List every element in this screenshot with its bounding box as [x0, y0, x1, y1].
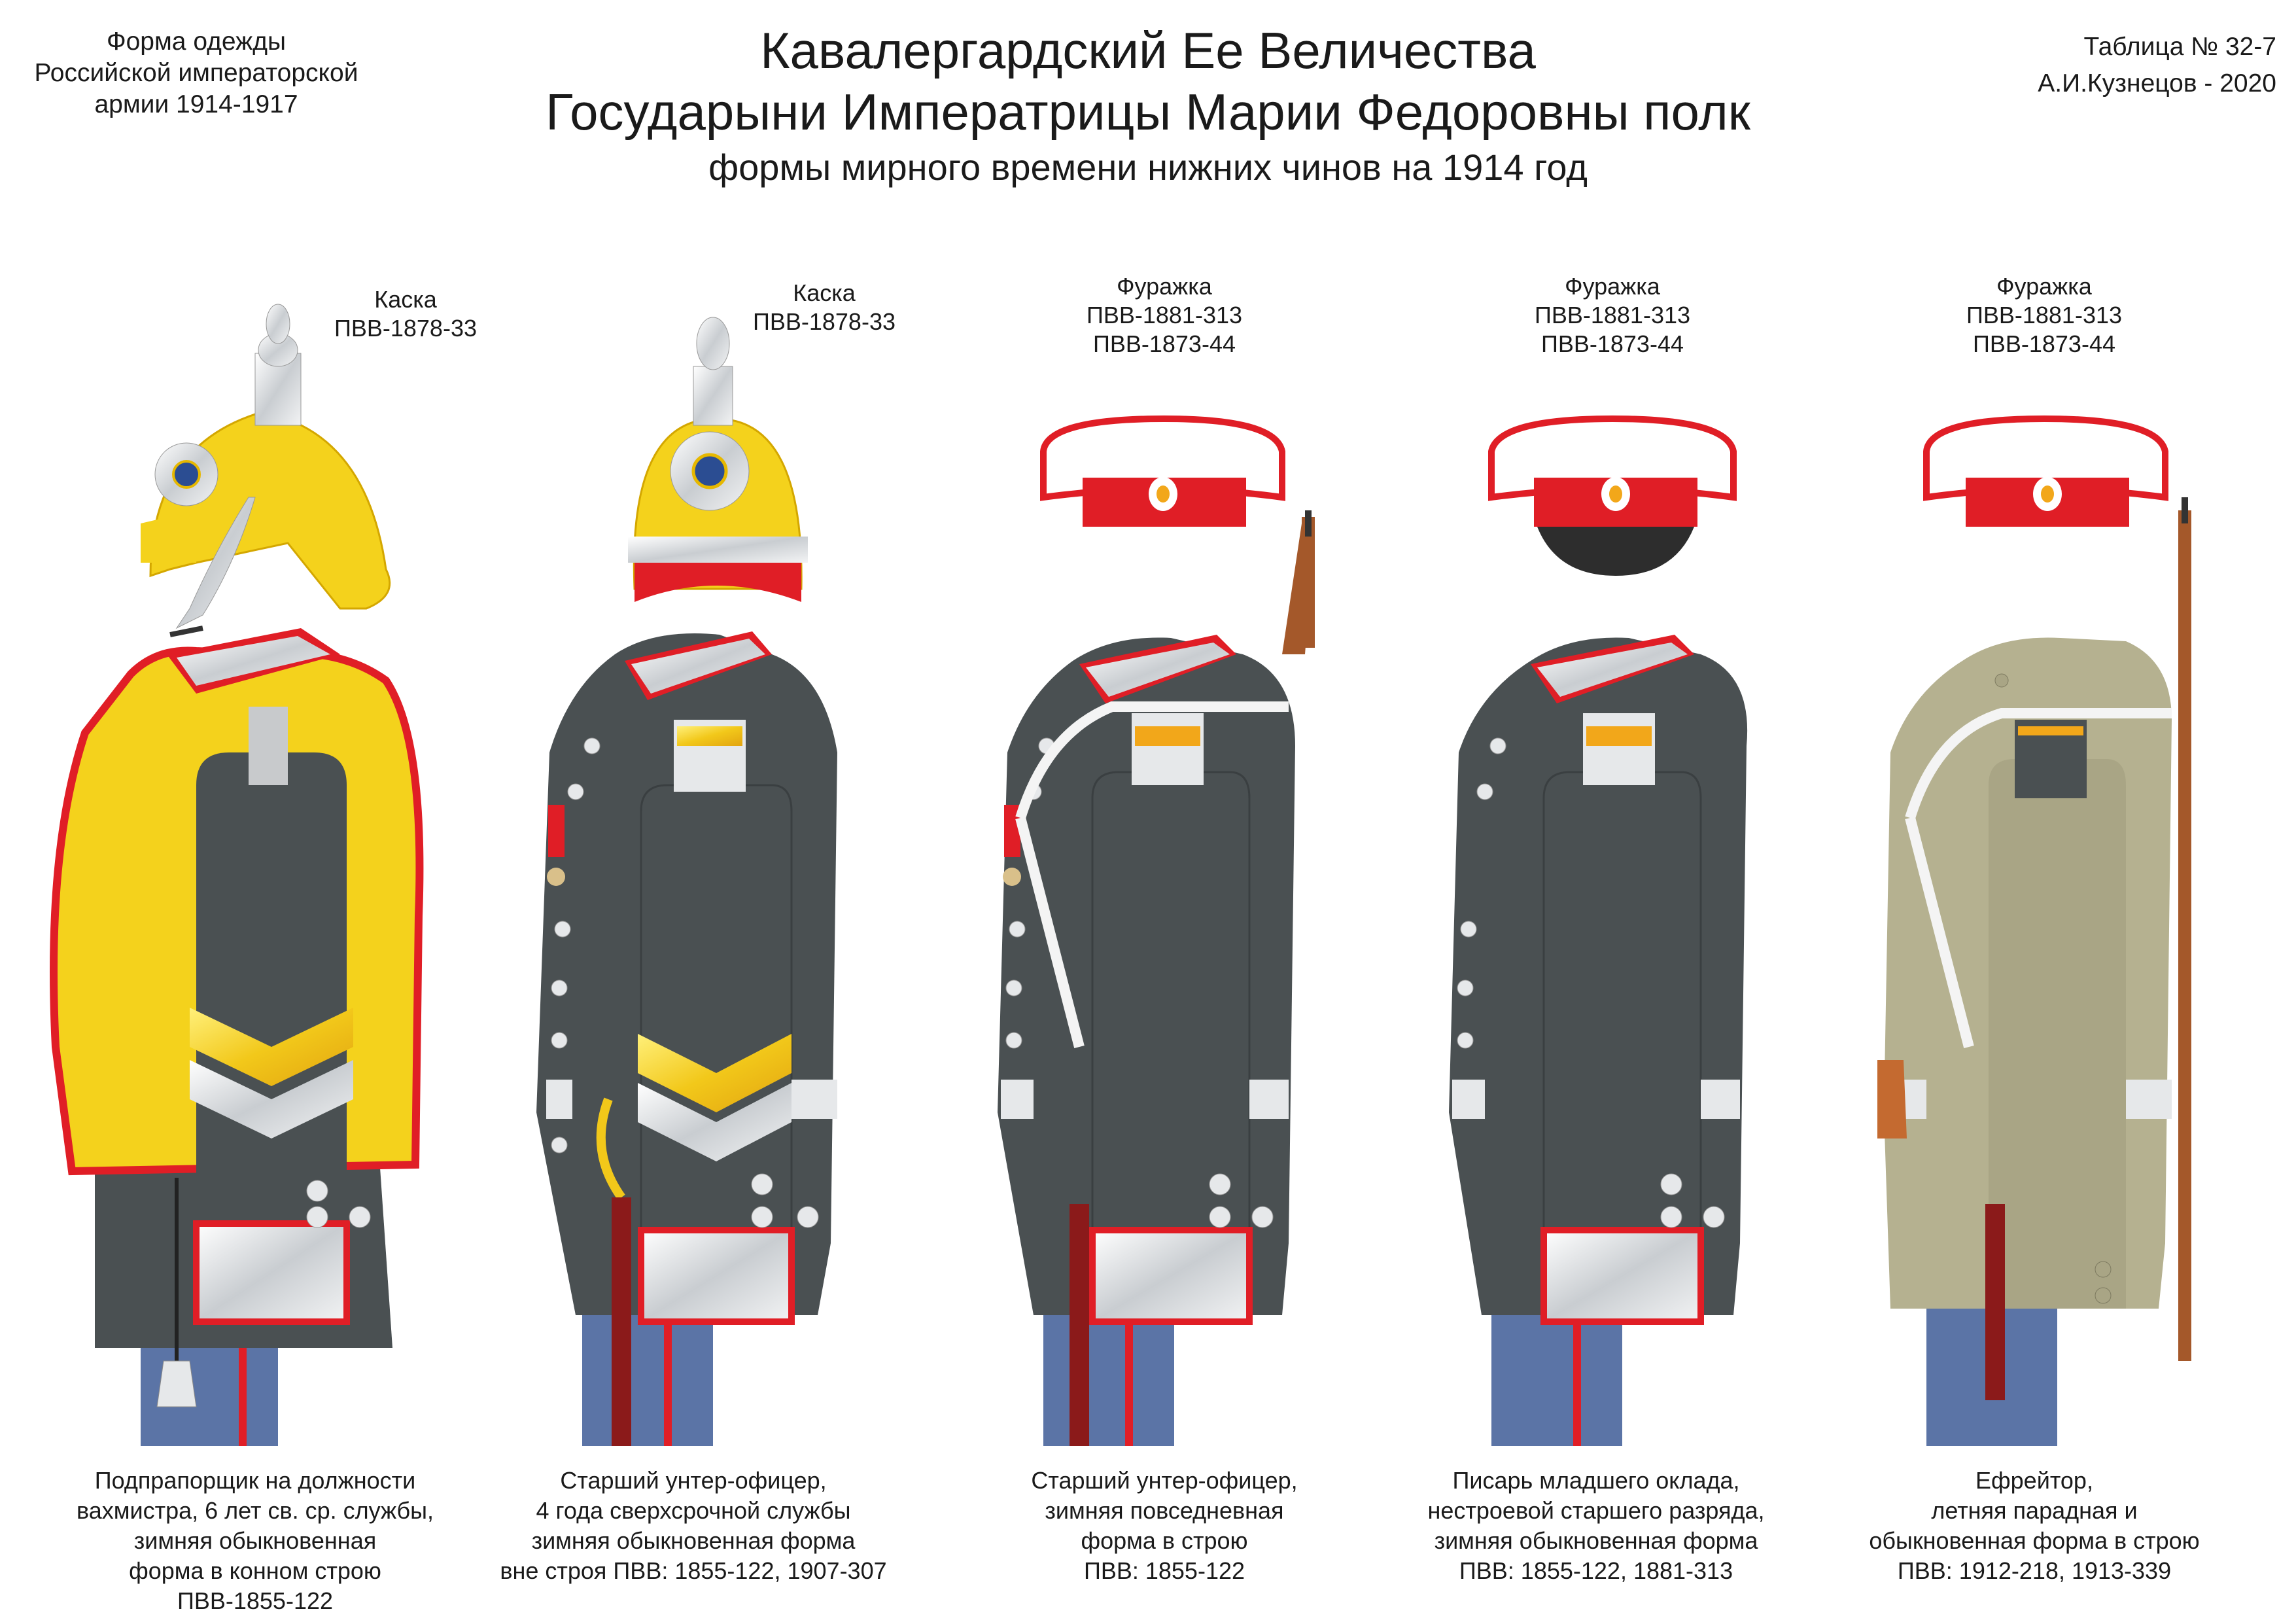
headgear-label-4: Фуражка ПВВ-1881-313 ПВВ-1873-44 — [1534, 273, 1691, 357]
trousers-2 — [582, 1309, 713, 1446]
caption-figure-4: Писарь младшего оклада, нестроевой старш… — [1427, 1467, 1765, 1584]
headgear-label-2: Каска ПВВ-1878-33 — [752, 279, 896, 335]
caption-figure-1: Подпрапорщик на должности вахмистра, 6 л… — [76, 1467, 434, 1614]
cap-3 — [1040, 415, 1285, 527]
page-title-line1: Кавалергардский Ее Величества — [760, 22, 1536, 79]
cap-4 — [1488, 415, 1737, 576]
figure-2 — [536, 317, 837, 1446]
rifle-5 — [2178, 510, 2191, 1361]
cap-5 — [1923, 415, 2168, 527]
page-subtitle: формы мирного времени нижних чинов на 19… — [708, 147, 1588, 188]
helmet-1 — [141, 304, 391, 637]
figure-5 — [1877, 415, 2191, 1446]
page-title-line2: Государыни Императрицы Марии Федоровны п… — [546, 83, 1750, 141]
figure-1 — [50, 304, 424, 1446]
front-panel-1 — [196, 752, 347, 1322]
trousers-4 — [1491, 1309, 1622, 1446]
figure-4 — [1449, 415, 1748, 1446]
helmet-2 — [628, 317, 808, 602]
table-number: Таблица № 32-7 А.И.Кузнецов - 2020 — [2038, 33, 2276, 97]
series-title: Форма одежды Российской императорской ар… — [34, 27, 358, 118]
figure-3 — [998, 415, 1315, 1446]
trousers-3 — [1043, 1309, 1174, 1446]
caption-figure-5: Ефрейтор, летняя парадная и обыкновенная… — [1869, 1467, 2200, 1584]
headgear-label-5: Фуражка ПВВ-1881-313 ПВВ-1873-44 — [1966, 273, 2123, 357]
headgear-label-1: Каска ПВВ-1878-33 — [334, 286, 477, 342]
caption-figure-3: Старший унтер-офицер, зимняя повседневна… — [1031, 1467, 1298, 1584]
headgear-label-3: Фуражка ПВВ-1881-313 ПВВ-1873-44 — [1086, 273, 1243, 357]
caption-figure-2: Старший унтер-офицер, 4 года сверхсрочно… — [500, 1467, 887, 1584]
